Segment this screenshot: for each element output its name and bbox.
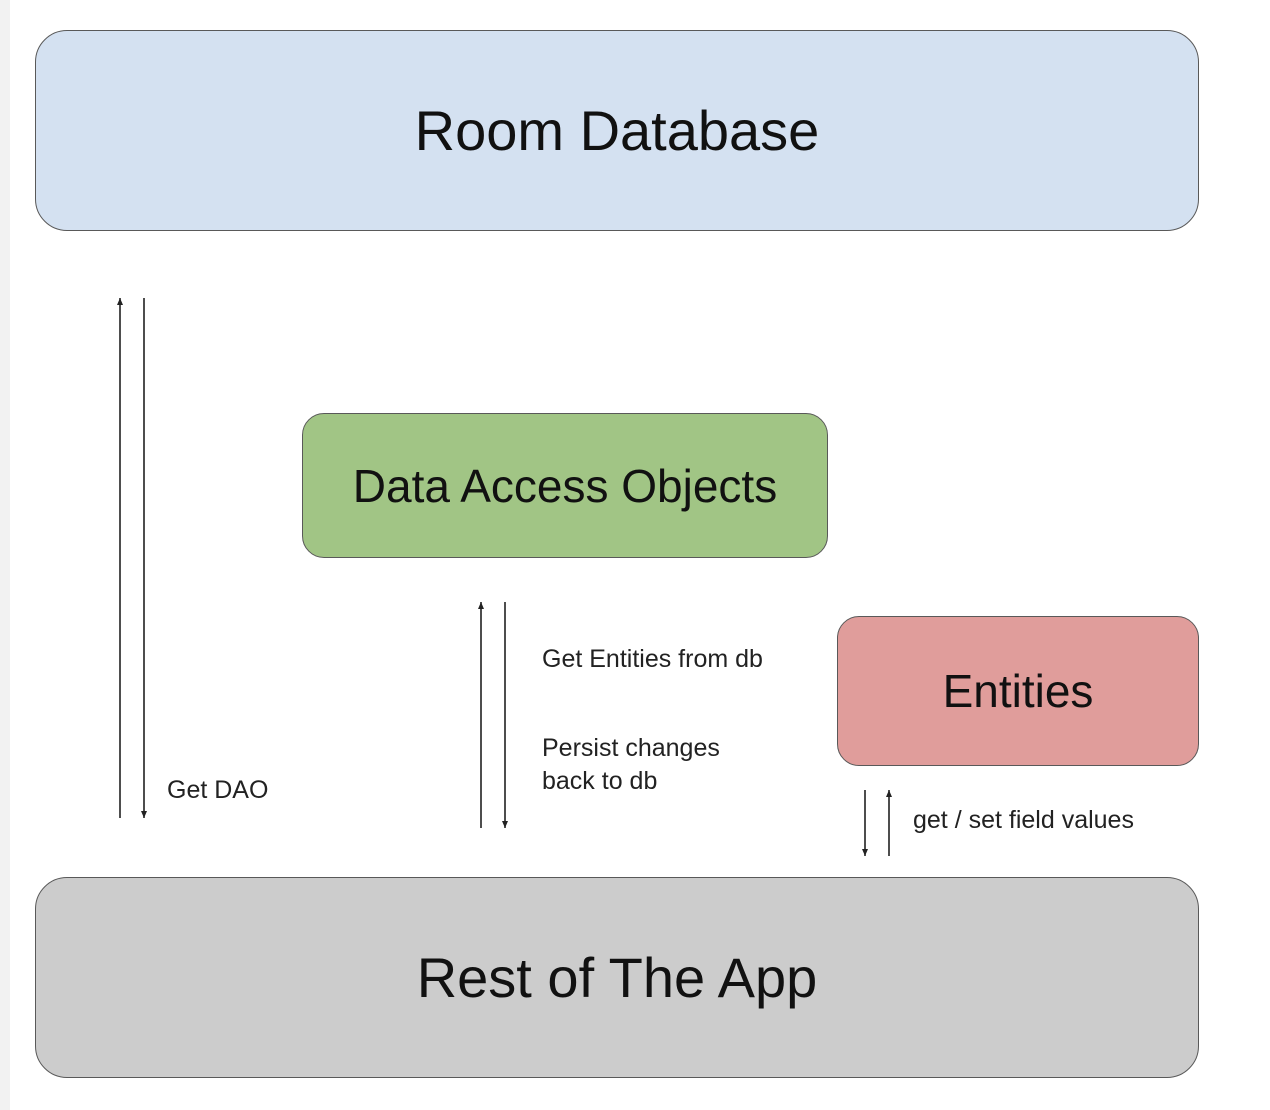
- persist-changes-label: Persist changes: [542, 734, 720, 762]
- page-edge-shade: [0, 0, 10, 1110]
- get-set-field-values-label: get / set field values: [913, 806, 1134, 834]
- entities-box: Entities: [837, 616, 1199, 766]
- data-access-objects-box: Data Access Objects: [302, 413, 828, 558]
- get-dao-label: Get DAO: [167, 776, 269, 804]
- room-database-box: Room Database: [35, 30, 1199, 231]
- rest-of-app-box: Rest of The App: [35, 877, 1199, 1078]
- back-to-db-label: back to db: [542, 767, 658, 795]
- get-entities-label: Get Entities from db: [542, 645, 763, 673]
